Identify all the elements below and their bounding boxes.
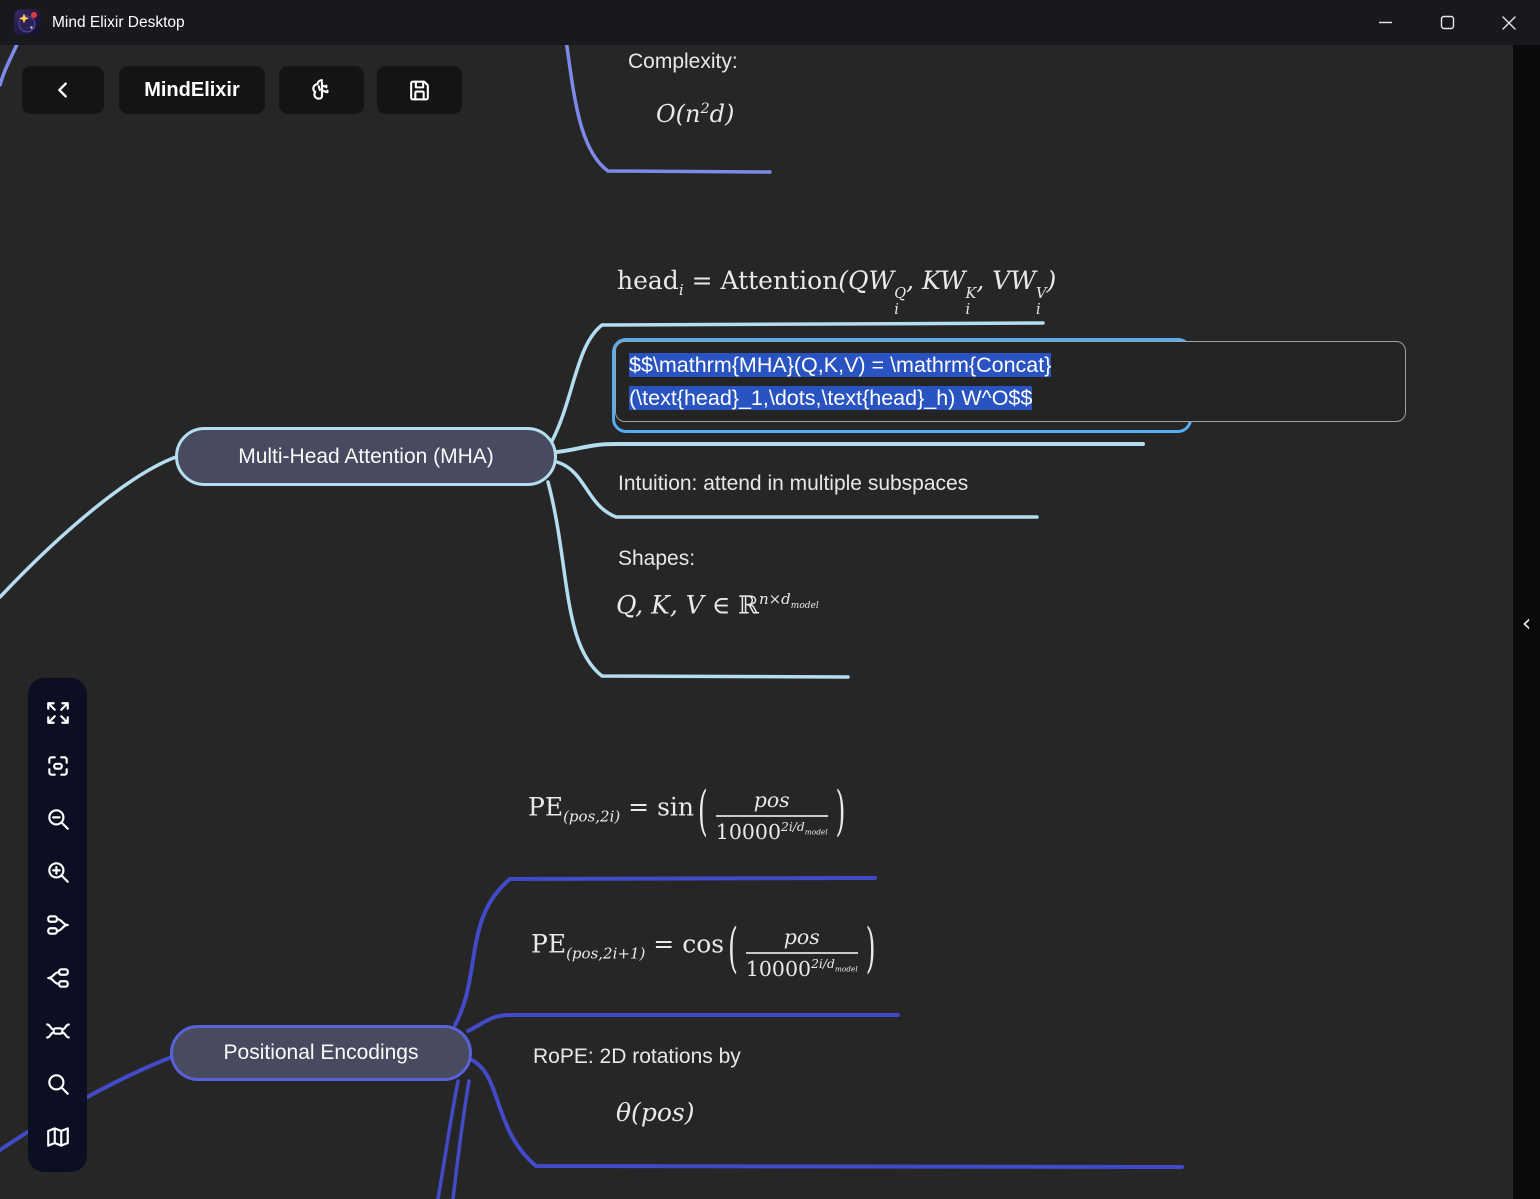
close-icon	[1502, 15, 1516, 30]
titlebar: Mind Elixir Desktop	[0, 0, 1540, 45]
layout-right-icon[interactable]	[40, 907, 76, 943]
window-title: Mind Elixir Desktop	[52, 13, 185, 31]
node-positional-encodings[interactable]: Positional Encodings	[170, 1025, 472, 1081]
node-positional-label: Positional Encodings	[223, 1041, 419, 1064]
center-focus-icon[interactable]	[40, 748, 76, 784]
canvas-tools-panel	[28, 678, 87, 1172]
zoom-in-icon[interactable]	[40, 854, 76, 890]
close-button[interactable]	[1478, 0, 1540, 45]
branch-mha-to-shapes	[546, 480, 850, 679]
node-shapes-math[interactable]: Q, K, V ∈ ℝn×dmodel	[616, 590, 819, 620]
mindelixir-button[interactable]: MindElixir	[119, 66, 265, 114]
branch-positional-to-rope	[470, 1058, 1184, 1169]
branch-mha-to-formula	[555, 442, 1145, 454]
save-button[interactable]	[377, 66, 462, 114]
minimap-icon[interactable]	[40, 1119, 76, 1155]
search-icon[interactable]	[40, 1066, 76, 1102]
node-rope[interactable]: RoPE: 2D rotations by	[533, 1045, 741, 1068]
chevron-left-icon	[58, 82, 67, 98]
save-icon	[410, 80, 429, 100]
zoom-out-icon[interactable]	[40, 801, 76, 837]
branch-root-to-positional	[0, 1055, 174, 1152]
mindelixir-button-label: MindElixir	[144, 78, 240, 101]
node-shapes-title[interactable]: Shapes:	[618, 547, 696, 570]
minimize-icon	[1378, 21, 1392, 24]
branch-positional-down-2	[451, 1079, 471, 1199]
branch-positional-to-cos	[466, 1013, 900, 1033]
window-controls	[1354, 0, 1540, 45]
minimize-button[interactable]	[1354, 0, 1416, 45]
right-panel-strip: ‹	[1513, 45, 1540, 1199]
node-intuition[interactable]: Intuition: attend in multiple subspaces	[618, 472, 969, 495]
node-rope-math[interactable]: θ(pos)	[616, 1098, 695, 1127]
app-icon	[14, 9, 41, 36]
layout-left-icon[interactable]	[40, 960, 76, 996]
branch-mha-to-head	[550, 321, 1045, 443]
panel-collapse-chevron[interactable]: ‹	[1521, 609, 1532, 637]
brain-icon	[311, 79, 328, 100]
back-button[interactable]	[22, 66, 104, 114]
node-edit-textarea[interactable]: $$\mathrm{MHA}(Q,K,V) = \mathrm{Concat} …	[615, 341, 1406, 422]
maximize-icon	[1440, 15, 1454, 30]
layout-both-icon[interactable]	[40, 1013, 76, 1049]
branch-root-to-mha	[0, 455, 178, 599]
branch-positional-to-sin	[453, 876, 877, 1027]
branch-topleft-fragment	[0, 40, 20, 87]
selected-latex-line2: (\text{head}_1,\dots,\text{head}_h) W^O$…	[629, 386, 1033, 410]
branch-mha-to-intuition	[555, 460, 1039, 519]
selected-latex-line1: $$\mathrm{MHA}(Q,K,V) = \mathrm{Concat}	[629, 353, 1052, 377]
brain-button[interactable]	[279, 66, 364, 114]
fullscreen-icon[interactable]	[40, 695, 76, 731]
node-complexity-title[interactable]: Complexity:	[628, 50, 738, 73]
branch-complexity	[564, 38, 772, 174]
maximize-button[interactable]	[1416, 0, 1478, 45]
branch-positional-down-1	[436, 1079, 460, 1199]
node-mha-label: Multi-Head Attention (MHA)	[238, 444, 494, 468]
node-multi-head-attention[interactable]: Multi-Head Attention (MHA)	[175, 427, 557, 486]
node-complexity-math[interactable]: O(n2d)	[656, 100, 735, 128]
